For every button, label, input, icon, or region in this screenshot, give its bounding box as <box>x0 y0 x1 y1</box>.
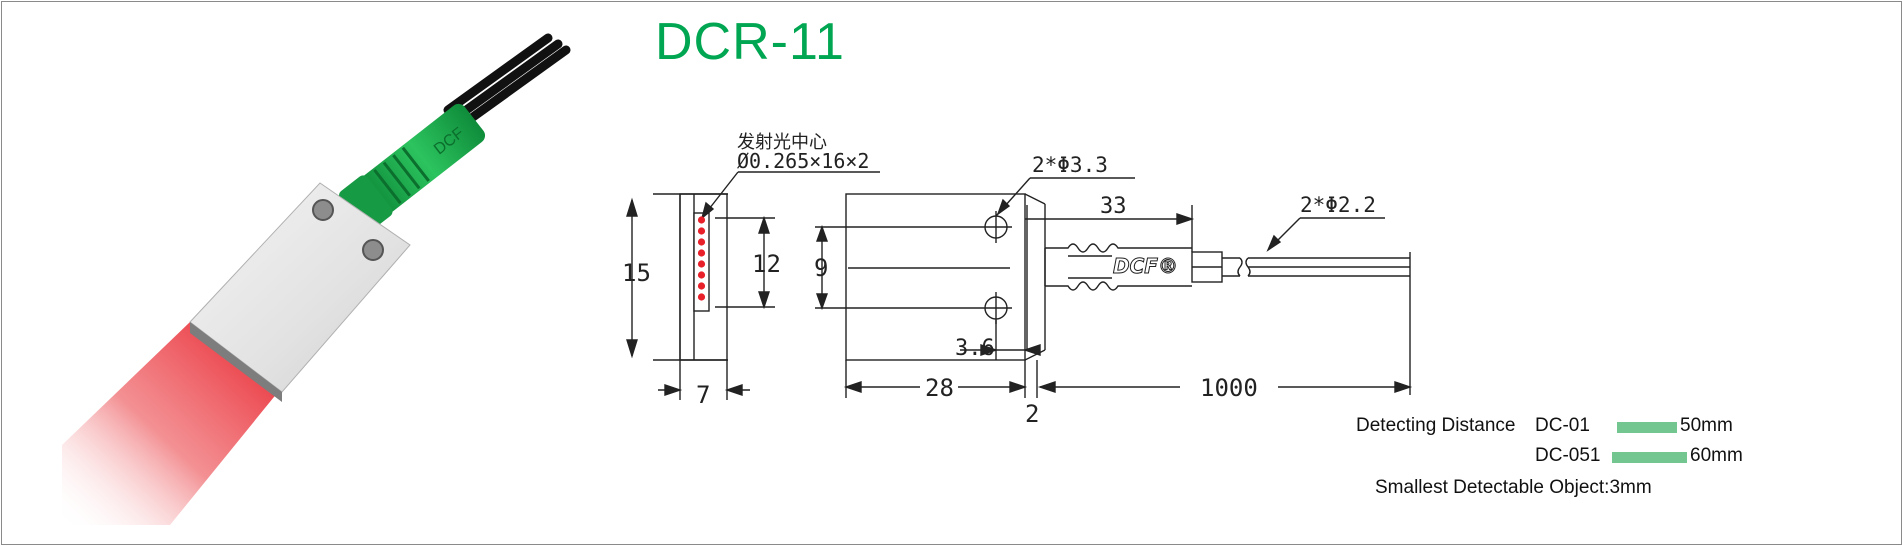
emission-center-label: 发射光中心 <box>737 132 827 153</box>
dim-9: 9 <box>814 254 828 282</box>
distance-dc051: 60mm <box>1690 445 1743 466</box>
emitter-dots <box>697 216 706 301</box>
detecting-distance-label: Detecting Distance <box>1356 415 1516 436</box>
product-title: DCR-11 <box>655 13 845 71</box>
brand-mark: DCF® <box>1113 254 1178 278</box>
dim-12: 12 <box>752 250 781 278</box>
mounting-hole-2 <box>362 239 384 261</box>
product-illustration: DCF <box>62 33 571 525</box>
dim-2: 2 <box>1025 400 1039 428</box>
model-dc01: DC-01 <box>1535 415 1590 436</box>
side-view <box>815 177 1413 398</box>
sensor-body-top <box>189 182 411 393</box>
emission-center-spec: Ø0.265×16×2 <box>737 149 869 173</box>
front-view <box>626 171 880 400</box>
dim-7: 7 <box>696 381 710 409</box>
green-strain-relief: DCF <box>338 103 486 232</box>
dim-15: 15 <box>622 259 651 287</box>
model-dc051: DC-051 <box>1535 445 1601 466</box>
black-cables <box>443 33 571 127</box>
dim-33: 33 <box>1100 194 1127 219</box>
sensor-body-face <box>190 322 282 402</box>
dim-3-6: 3.6 <box>955 336 995 361</box>
smallest-object-spec: Smallest Detectable Object:3mm <box>1375 477 1652 498</box>
dim-28: 28 <box>925 374 954 402</box>
distance-dc01: 50mm <box>1680 415 1733 436</box>
cable-spec: 2*Φ2.2 <box>1300 193 1376 217</box>
light-beam <box>62 322 278 525</box>
distance-bar-dc01 <box>1617 422 1677 433</box>
mounting-hole-1 <box>312 199 334 221</box>
dim-1000: 1000 <box>1200 374 1258 402</box>
distance-bar-dc051 <box>1612 452 1687 463</box>
hole-spec: 2*Φ3.3 <box>1032 153 1108 177</box>
